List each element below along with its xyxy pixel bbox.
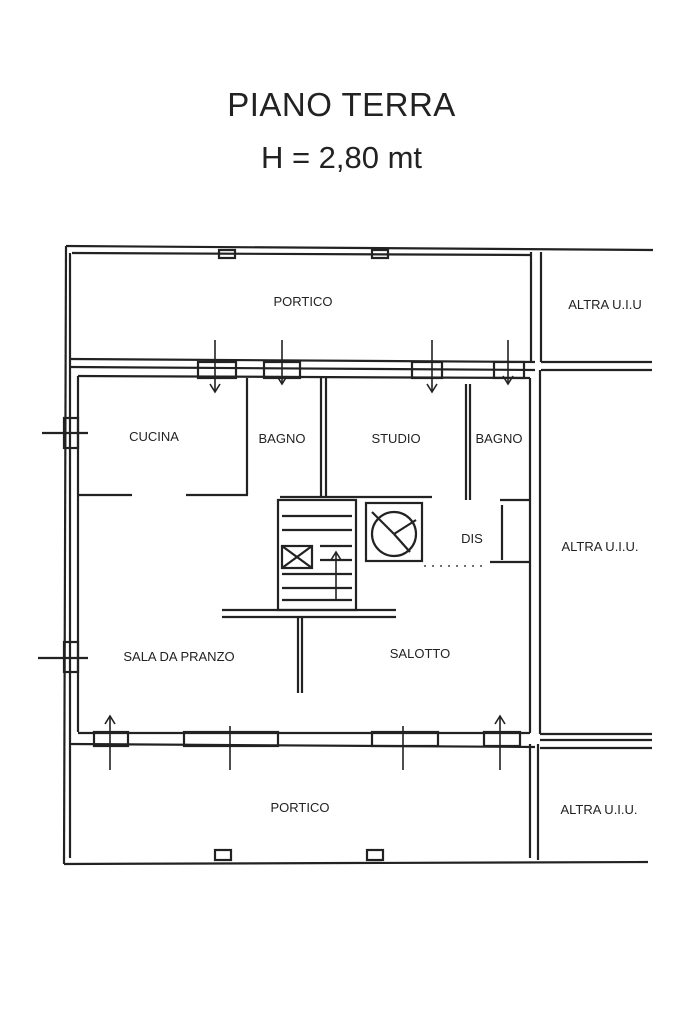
floor-title: PIANO TERRA <box>227 86 456 123</box>
entry-arrows <box>104 340 514 770</box>
room-altra-uiu-top: ALTRA U.I.U <box>568 297 641 312</box>
room-studio: STUDIO <box>371 431 420 446</box>
room-bagno-2: BAGNO <box>476 431 523 446</box>
room-altra-uiu-mid: ALTRA U.I.U. <box>561 539 638 554</box>
room-bagno-1: BAGNO <box>259 431 306 446</box>
walls <box>38 244 654 866</box>
room-portico-top: PORTICO <box>274 294 333 309</box>
room-salotto: SALOTTO <box>390 646 450 661</box>
room-altra-uiu-bottom: ALTRA U.I.U. <box>560 802 637 817</box>
room-sala-da-pranzo: SALA DA PRANZO <box>123 649 234 664</box>
room-cucina: CUCINA <box>129 429 179 444</box>
room-portico-bottom: PORTICO <box>271 800 330 815</box>
room-dis: DIS <box>461 531 483 546</box>
height-note: H = 2,80 mt <box>260 140 423 175</box>
